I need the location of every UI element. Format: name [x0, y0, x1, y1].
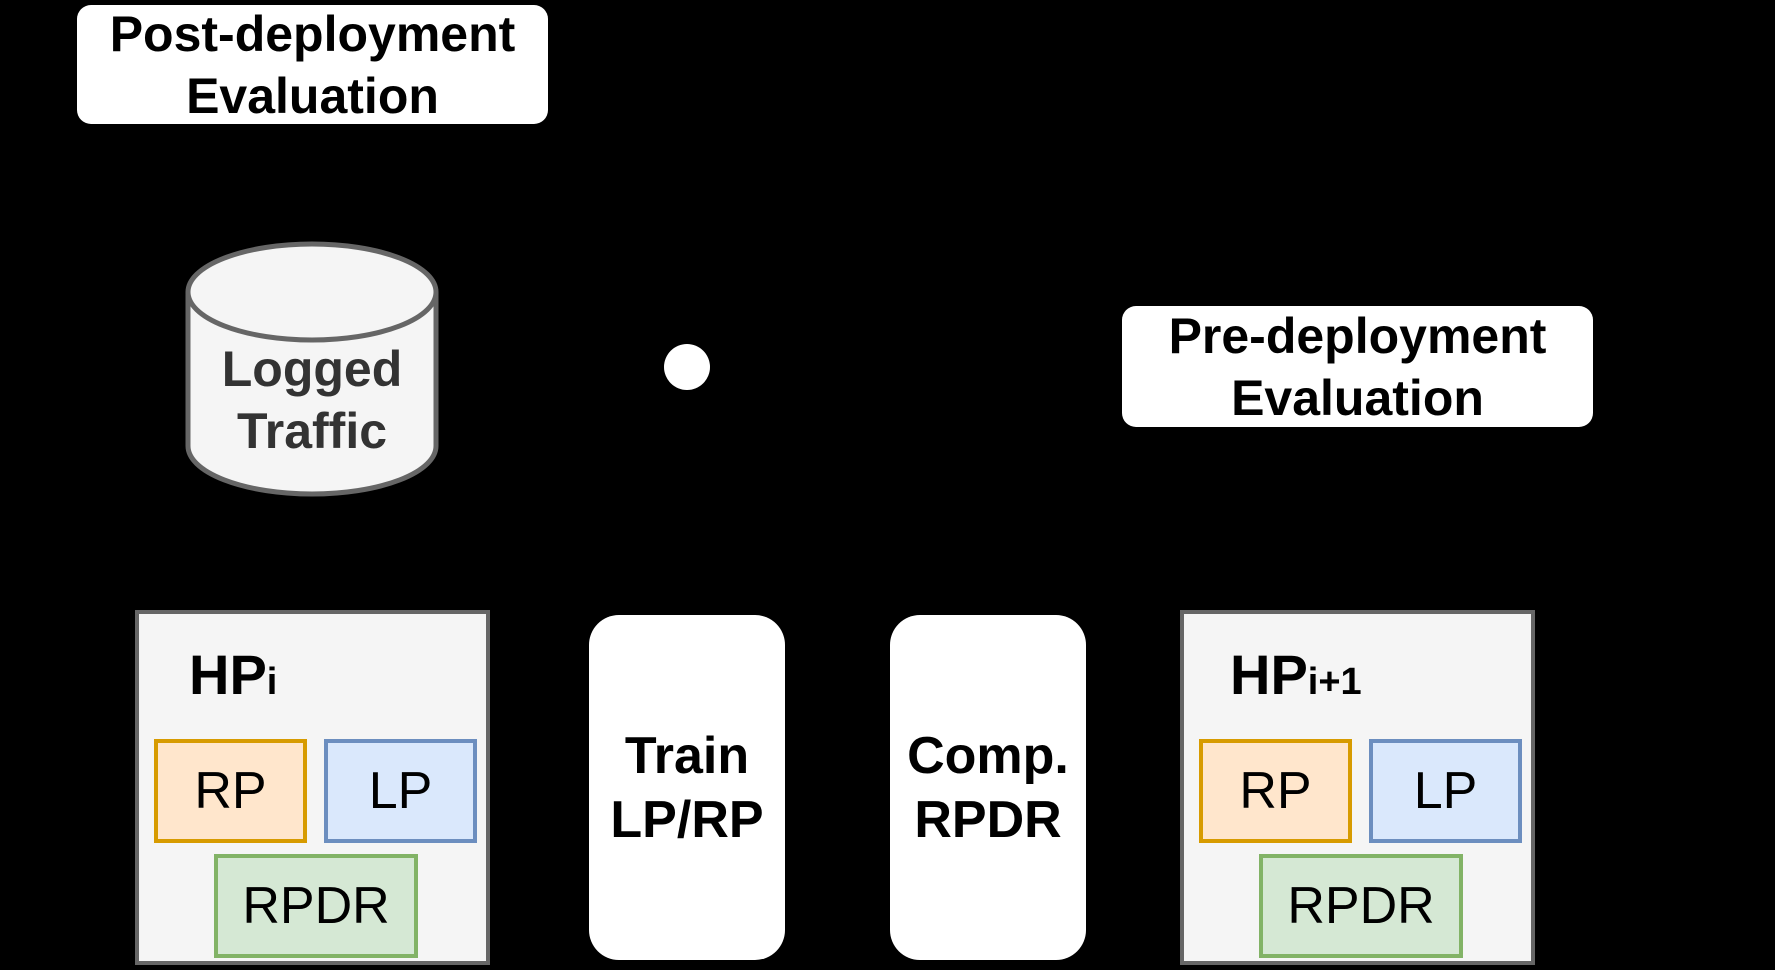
train-step-line2: LP/RP [610, 790, 764, 849]
hp-current-panel: HPi RP LP RPDR [135, 610, 490, 965]
hp-current-subscript: i [266, 661, 278, 703]
logged-traffic-label: Logged Traffic [185, 338, 439, 462]
comp-rpdr-step: Comp. RPDR [890, 615, 1086, 960]
hp-current-title-text: HP [189, 643, 267, 706]
pre-deployment-line1: Pre-deployment [1168, 307, 1547, 364]
comp-step-line2: RPDR [914, 790, 1062, 849]
hp-next-lp-box: LP [1369, 739, 1522, 843]
pre-deployment-line2: Evaluation [1231, 369, 1484, 426]
junction-dot [664, 344, 710, 390]
post-deployment-line1: Post-deployment [109, 5, 516, 62]
hp-next-panel: HPi+1 RP LP RPDR [1180, 610, 1535, 965]
logged-traffic-line2: Traffic [236, 403, 388, 459]
logged-traffic-line1: Logged [221, 341, 403, 397]
hp-next-rpdr-box: RPDR [1259, 854, 1463, 958]
hp-next-title: HPi+1 [1230, 642, 1362, 707]
post-deployment-line2: Evaluation [186, 67, 439, 124]
hp-next-title-text: HP [1230, 643, 1308, 706]
hp-next-rp-box: RP [1199, 739, 1352, 843]
hp-current-rpdr-box: RPDR [214, 854, 418, 958]
hp-next-subscript: i+1 [1307, 661, 1362, 703]
database-icon [185, 241, 439, 497]
train-lp-rp-step: Train LP/RP [589, 615, 785, 960]
train-step-line1: Train [624, 726, 750, 785]
hp-current-title: HPi [189, 642, 277, 707]
hp-current-lp-box: LP [324, 739, 477, 843]
hp-current-rp-box: RP [154, 739, 307, 843]
logged-traffic-database: Logged Traffic [185, 240, 439, 500]
post-deployment-evaluation-label: Post-deployment Evaluation [77, 5, 548, 124]
pre-deployment-evaluation-label: Pre-deployment Evaluation [1122, 306, 1593, 427]
comp-step-line1: Comp. [907, 726, 1069, 785]
